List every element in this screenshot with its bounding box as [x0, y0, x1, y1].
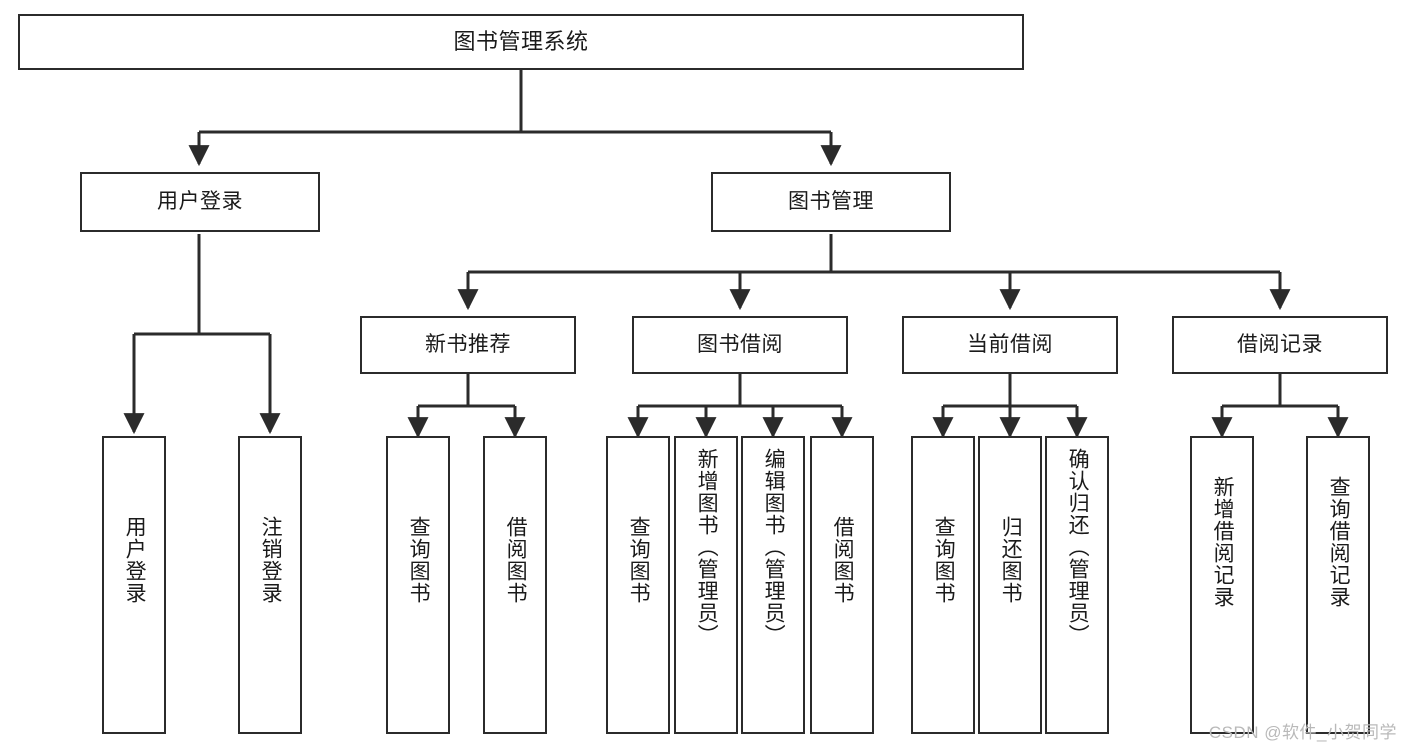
node-label: 查询借阅记录 — [1327, 476, 1351, 608]
node-current-borrow[interactable]: 当前借阅 — [902, 316, 1118, 374]
node-label: 确认归还（管理员） — [1066, 448, 1090, 646]
watermark-text: CSDN @软件_小贺同学 — [1208, 723, 1397, 742]
node-label: 查询图书 — [627, 516, 651, 604]
node-label: 新增借阅记录 — [1211, 476, 1235, 608]
node-label: 新书推荐 — [425, 332, 511, 356]
node-label: 查询图书 — [407, 516, 431, 604]
node-book-management[interactable]: 图书管理 — [711, 172, 951, 232]
node-label: 查询图书 — [932, 516, 956, 604]
node-label: 新增图书（管理员） — [695, 448, 719, 646]
leaf-add-book-admin[interactable]: 新增图书（管理员） — [674, 436, 738, 734]
leaf-query-book-recommend[interactable]: 查询图书 — [386, 436, 450, 734]
leaf-query-book-current[interactable]: 查询图书 — [911, 436, 975, 734]
leaf-borrow-book-recommend[interactable]: 借阅图书 — [483, 436, 547, 734]
node-new-book-recommend[interactable]: 新书推荐 — [360, 316, 576, 374]
node-label: 归还图书 — [999, 516, 1023, 604]
leaf-add-borrow-record[interactable]: 新增借阅记录 — [1190, 436, 1254, 734]
node-label: 注销登录 — [259, 516, 283, 604]
node-label: 借阅记录 — [1237, 332, 1323, 356]
node-label: 编辑图书（管理员） — [762, 448, 786, 646]
node-label: 用户登录 — [123, 516, 147, 604]
node-book-borrow[interactable]: 图书借阅 — [632, 316, 848, 374]
leaf-borrow-book[interactable]: 借阅图书 — [810, 436, 874, 734]
leaf-query-book-borrow[interactable]: 查询图书 — [606, 436, 670, 734]
node-label: 借阅图书 — [504, 516, 528, 604]
leaf-logout-login[interactable]: 注销登录 — [238, 436, 302, 734]
node-root-system[interactable]: 图书管理系统 — [18, 14, 1024, 70]
node-borrow-record[interactable]: 借阅记录 — [1172, 316, 1388, 374]
leaf-return-book[interactable]: 归还图书 — [978, 436, 1042, 734]
leaf-query-borrow-record[interactable]: 查询借阅记录 — [1306, 436, 1370, 734]
node-user-login[interactable]: 用户登录 — [80, 172, 320, 232]
node-label: 图书管理系统 — [453, 29, 589, 55]
node-label: 用户登录 — [157, 189, 243, 213]
node-label: 图书借阅 — [697, 332, 783, 356]
leaf-confirm-return-admin[interactable]: 确认归还（管理员） — [1045, 436, 1109, 734]
node-label: 借阅图书 — [831, 516, 855, 604]
leaf-user-login[interactable]: 用户登录 — [102, 436, 166, 734]
node-label: 当前借阅 — [967, 332, 1053, 356]
leaf-edit-book-admin[interactable]: 编辑图书（管理员） — [741, 436, 805, 734]
node-label: 图书管理 — [788, 189, 874, 213]
